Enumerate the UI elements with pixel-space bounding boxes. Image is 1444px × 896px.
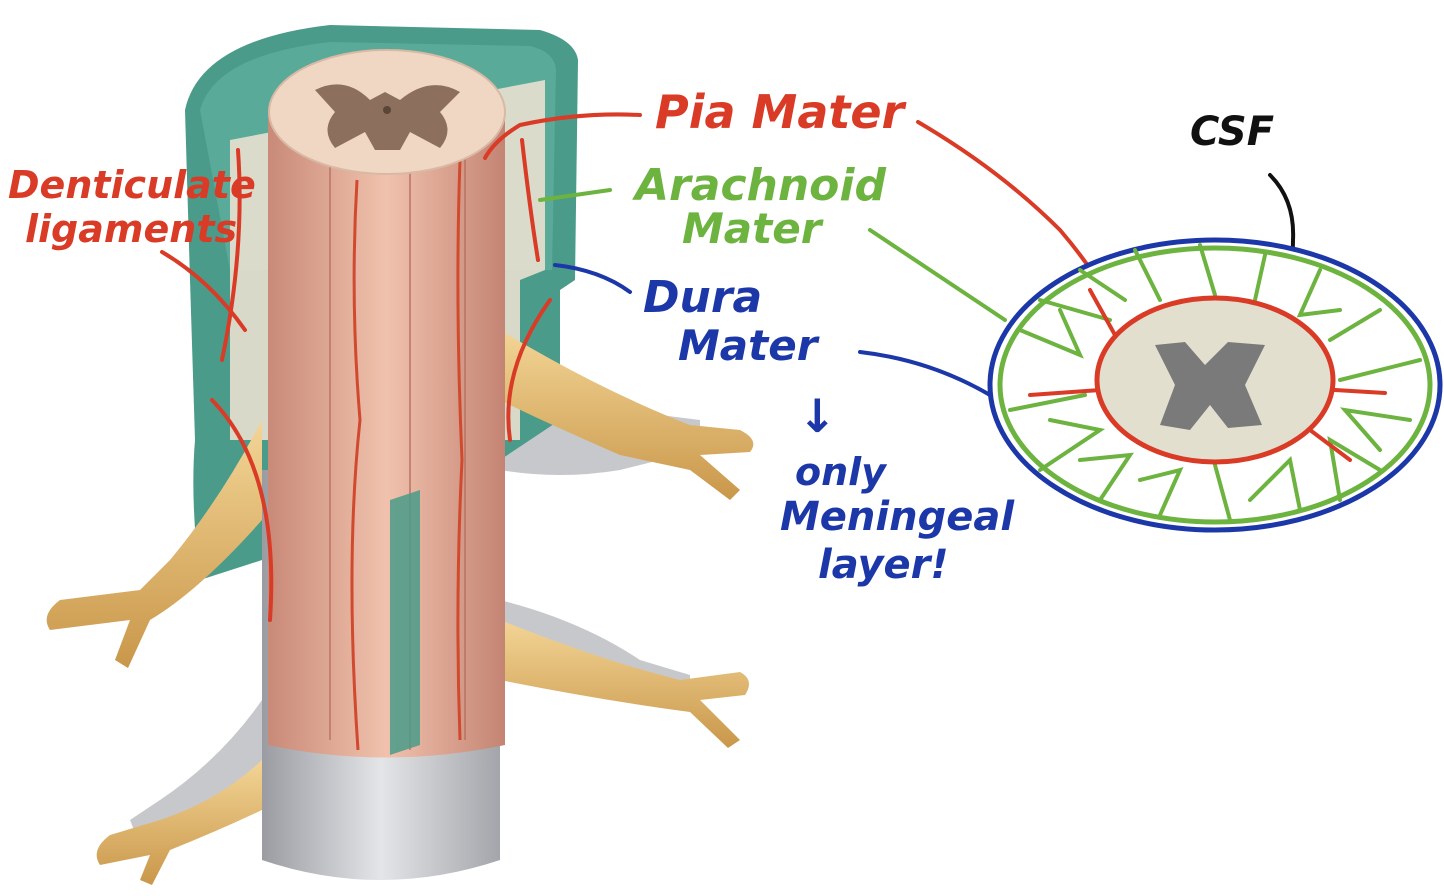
label-pia-mater: Pia Mater <box>655 85 908 139</box>
dura-root-sleeve-left-lower <box>130 700 262 845</box>
label-ligaments: ligaments <box>25 207 237 251</box>
label-meningeal: Meningeal <box>780 494 1015 540</box>
label-csf: CSF <box>1190 109 1274 155</box>
annotation-strokes <box>160 112 1297 622</box>
label-dura: Dura <box>643 272 762 323</box>
csf-pointer-line <box>1268 173 1296 292</box>
arachnoid-connector-line <box>868 228 1007 322</box>
label-dura-mater: Mater <box>678 321 820 370</box>
grey-matter-sketch <box>1155 342 1265 430</box>
spinal-cord-illustration <box>46 25 754 885</box>
dura-cut-edge <box>390 490 420 755</box>
nerve-right-upper <box>500 330 754 500</box>
label-arrow: ↓ <box>798 389 837 443</box>
arachnoid-pointer-line <box>538 188 612 202</box>
arachnoid-trabeculae <box>1008 243 1422 522</box>
dura-pointer-line <box>553 263 632 294</box>
dura-connector-line <box>858 350 992 397</box>
label-denticulate: Denticulate <box>8 163 256 207</box>
nerve-right-lower <box>500 620 749 748</box>
denticulate-spurs <box>1028 288 1387 462</box>
meninges-cross-section-sketch <box>987 237 1443 533</box>
central-canal <box>383 106 391 114</box>
spinal-cord-column <box>268 110 505 758</box>
arachnoid-mater-ring <box>997 245 1433 525</box>
grey-matter-butterfly <box>315 84 460 150</box>
handwritten-labels: Denticulate ligaments Pia Mater Arachnoi… <box>8 85 1274 588</box>
pia-mark-right-middle <box>506 298 552 442</box>
pia-mark-left-middle <box>210 398 274 622</box>
denticulate-pointer-line <box>160 250 247 332</box>
label-arachnoid: Arachnoid <box>632 160 886 211</box>
label-arachnoid-mater: Mater <box>682 204 824 253</box>
nerve-left-lower <box>96 760 263 885</box>
spinal-nerves <box>46 330 754 885</box>
cord-blood-vessels <box>350 159 464 751</box>
label-only: only <box>795 450 888 494</box>
pia-mark-left-upper <box>220 148 242 362</box>
pia-pointer-line <box>483 112 642 160</box>
label-layer: layer! <box>818 542 949 588</box>
pia-mark-right-upper <box>520 138 540 262</box>
nerve-left-middle <box>46 420 263 668</box>
